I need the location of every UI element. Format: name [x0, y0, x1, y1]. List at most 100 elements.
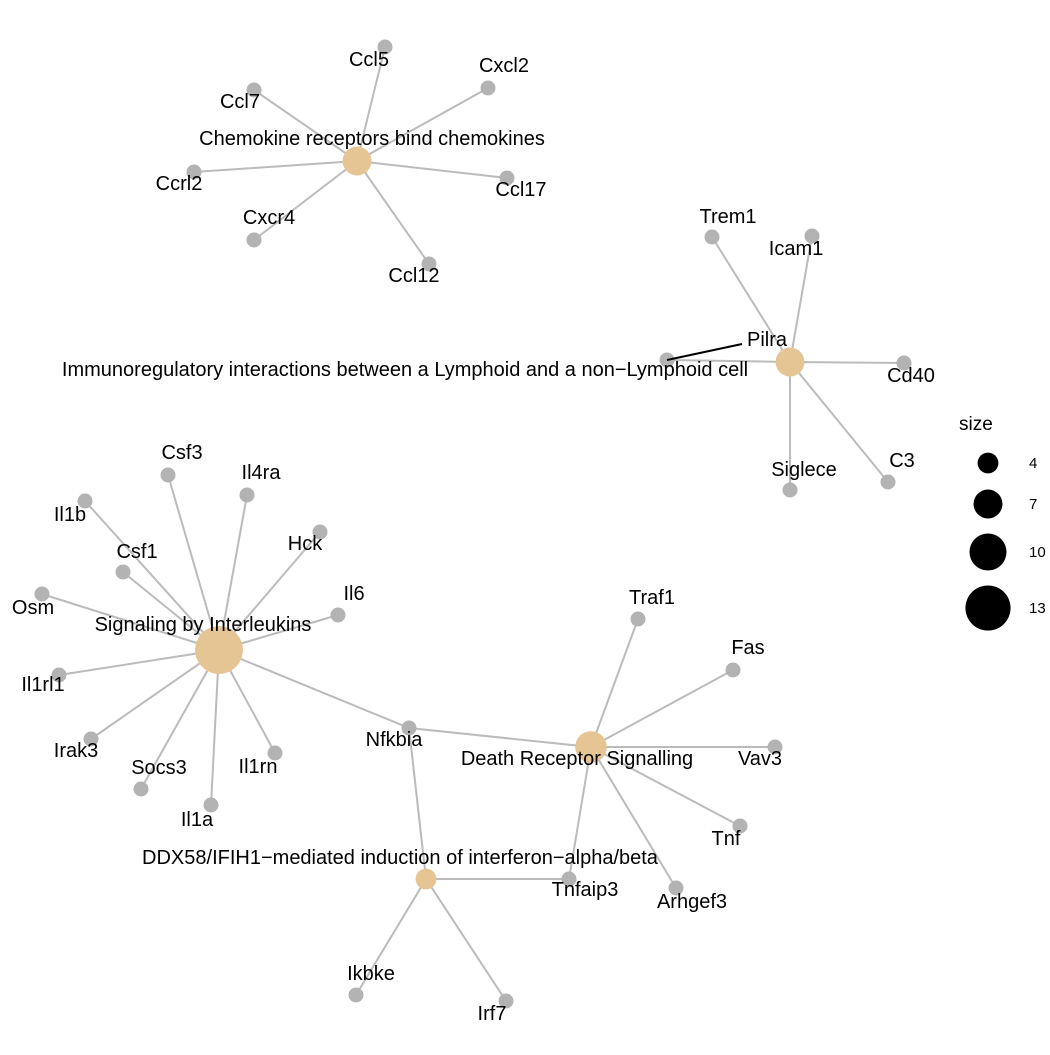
edge-p3-il1b — [84, 500, 220, 651]
pathway-node-p3 — [195, 626, 243, 674]
edge-p5-irf7 — [425, 878, 507, 1002]
gene-label-icam1: Icam1 — [769, 238, 823, 260]
gene-label-ccl5: Ccl5 — [349, 49, 389, 71]
gene-label-tnfaip3: Tnfaip3 — [552, 879, 619, 901]
gene-node-traf1 — [630, 611, 646, 627]
legend-label-4: 4 — [1029, 455, 1037, 472]
gene-node-arhgef3 — [668, 880, 684, 896]
gene-label-nfkbia: Nfkbia — [366, 729, 424, 751]
gene-node-siglece — [782, 482, 798, 498]
edge-p4-fas — [590, 669, 734, 748]
gene-label-cxcl2: Cxcl2 — [479, 55, 529, 77]
edge-p3-nfkbia — [218, 649, 410, 729]
pathway-node-p2 — [775, 347, 805, 377]
gene-node-c3 — [880, 474, 896, 490]
edge-p2-trem1 — [711, 236, 791, 363]
edge-p1-ccl17 — [356, 160, 508, 179]
gene-node-il1a — [203, 797, 219, 813]
gene-label-ikbke: Ikbke — [347, 963, 395, 985]
gene-node-ccrl2 — [186, 164, 202, 180]
gene-node-fas — [725, 662, 741, 678]
gene-label-osm: Osm — [12, 597, 54, 619]
edge-p3-socs3 — [140, 649, 220, 790]
gene-node-irf7 — [498, 993, 514, 1009]
edge-p3-il1rl1 — [58, 649, 220, 676]
gene-node-il1b — [77, 493, 93, 509]
edge-p3-il4ra — [218, 494, 248, 651]
gene-node-cxcr4 — [246, 232, 262, 248]
gene-label-irak3: Irak3 — [54, 740, 98, 762]
gene-node-trem1 — [704, 229, 720, 245]
edge-p1-cxcr4 — [253, 160, 358, 241]
pathway-label-p3: Signaling by Interleukins — [95, 614, 312, 636]
gene-label-il1a: Il1a — [181, 809, 214, 831]
gene-node-osm — [34, 586, 50, 602]
gene-label-pilra: Pilra — [747, 329, 788, 351]
edge-p3-hck — [218, 531, 321, 651]
gene-label-ccrl2: Ccrl2 — [156, 173, 203, 195]
legend-dot-4 — [977, 452, 999, 474]
gene-label-cd40: Cd40 — [887, 365, 935, 387]
pathway-node-p4 — [575, 731, 607, 763]
gene-node-ccl5 — [377, 39, 393, 55]
edge-p4-tnfaip3 — [568, 746, 592, 880]
pathway-label-p4: Death Receptor Signalling — [461, 748, 693, 770]
legend-title: size — [959, 414, 993, 435]
gene-label-il1rn: Il1rn — [239, 756, 278, 778]
gene-label-tnf: Tnf — [712, 828, 741, 850]
label-connector-pilra — [666, 343, 743, 361]
gene-label-ccl12: Ccl12 — [388, 265, 439, 287]
pathway-label-p2: Immunoregulatory interactions between a … — [62, 359, 748, 381]
legend-label-7: 7 — [1029, 496, 1037, 513]
gene-node-ccl17 — [499, 170, 515, 186]
gene-node-csf1 — [115, 564, 131, 580]
legend-dot-10 — [969, 533, 1007, 571]
gene-label-il4ra: Il4ra — [242, 462, 282, 484]
edge-p2-pilra — [666, 359, 791, 363]
gene-node-csf3 — [160, 467, 176, 483]
gene-label-cxcr4: Cxcr4 — [243, 207, 295, 229]
gene-node-tnf — [732, 818, 748, 834]
edge-p1-ccrl2 — [193, 160, 358, 173]
gene-label-csf3: Csf3 — [161, 442, 202, 464]
gene-label-hck: Hck — [288, 533, 323, 555]
edge-p5-ikbke — [355, 878, 427, 996]
gene-node-il4ra — [239, 487, 255, 503]
legend-label-10: 10 — [1029, 544, 1046, 561]
gene-node-irak3 — [83, 731, 99, 747]
node-layer — [34, 39, 912, 1009]
gene-label-arhgef3: Arhgef3 — [657, 891, 727, 913]
gene-node-ikbke — [348, 987, 364, 1003]
pathway-label-p1: Chemokine receptors bind chemokines — [199, 128, 545, 150]
edge-p4-traf1 — [590, 618, 639, 748]
gene-node-tnfaip3 — [561, 871, 577, 887]
gene-label-socs3: Socs3 — [131, 757, 187, 779]
edge-p2-icam1 — [789, 235, 813, 363]
pathway-node-p1 — [342, 146, 372, 176]
gene-label-vav3: Vav3 — [738, 748, 782, 770]
gene-node-icam1 — [804, 228, 820, 244]
gene-label-il1b: Il1b — [54, 504, 86, 526]
gene-node-il1rn — [267, 745, 283, 761]
pathway-label-p5: DDX58/IFIH1−mediated induction of interf… — [142, 847, 659, 869]
gene-label-trem1: Trem1 — [699, 206, 756, 228]
edge-p3-irak3 — [90, 649, 220, 740]
gene-label-il6: Il6 — [343, 583, 364, 605]
gene-label-irf7: Irf7 — [478, 1003, 507, 1025]
gene-label-traf1: Traf1 — [629, 587, 675, 609]
edge-p5-nfkbia — [408, 727, 427, 880]
edge-layer — [41, 46, 905, 1002]
gene-node-il6 — [330, 607, 346, 623]
legend-dot-7 — [973, 489, 1003, 519]
edge-p4-tnf — [590, 746, 741, 827]
gene-node-ccl12 — [421, 256, 437, 272]
edge-p3-il1a — [210, 649, 220, 806]
gene-label-fas: Fas — [731, 637, 764, 659]
gene-label-ccl7: Ccl7 — [220, 91, 260, 113]
gene-label-c3: C3 — [889, 450, 915, 472]
gene-label-ccl17: Ccl17 — [495, 179, 546, 201]
edge-p1-cxcl2 — [356, 87, 489, 162]
